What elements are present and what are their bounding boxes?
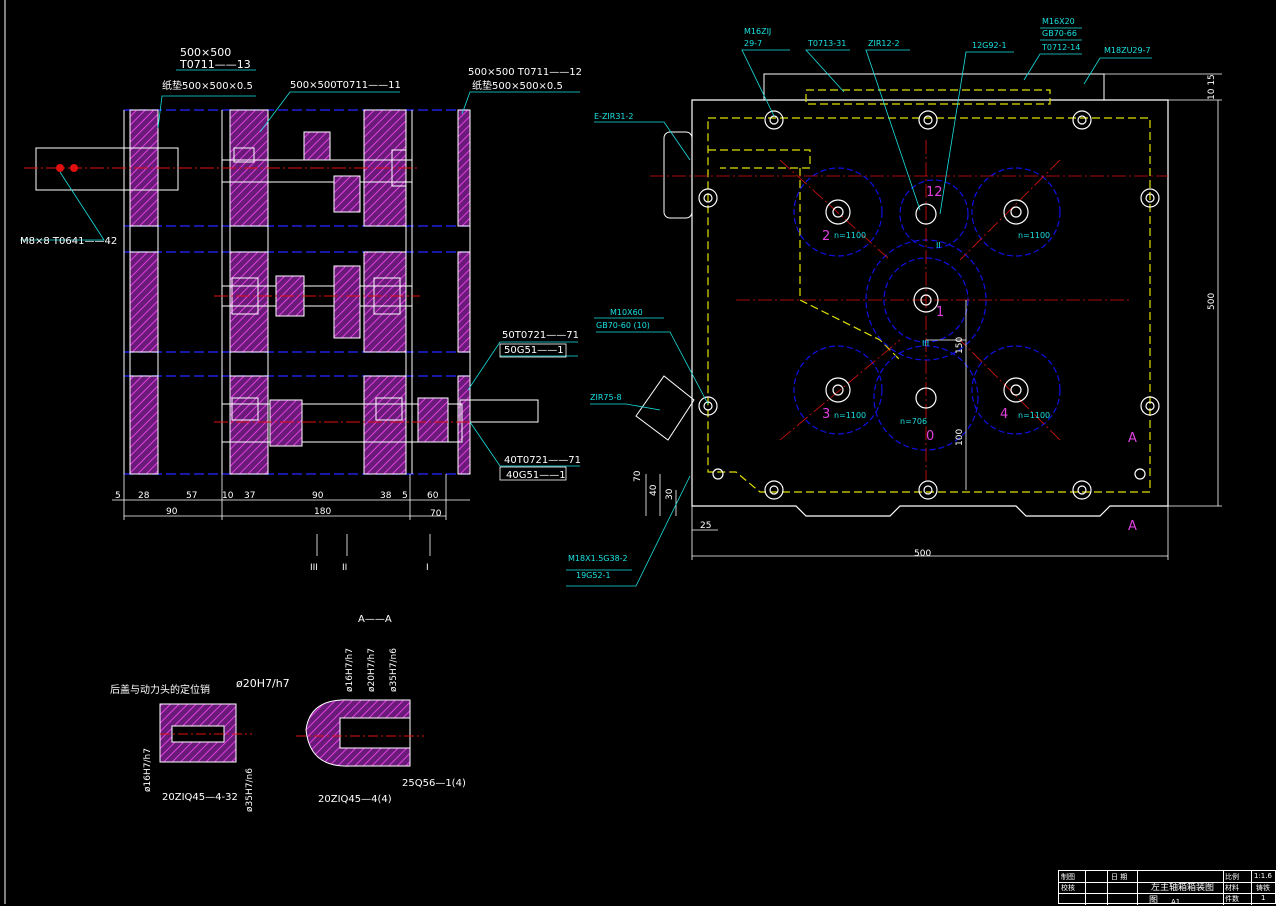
- spindle-12: 12: [926, 185, 943, 200]
- label-m16zij-b: 29-7: [744, 39, 762, 48]
- left-leaders: [20, 69, 580, 467]
- label-t0721-71b: 40T0721——71: [504, 455, 581, 466]
- label-m16x20: M16X20: [1042, 17, 1075, 26]
- label-m18zu: M18ZU29-7: [1104, 46, 1151, 55]
- fit-16h7-right: ø16H7/h7: [345, 648, 355, 692]
- dim-40: 40: [649, 484, 659, 496]
- dim-57: 57: [186, 491, 197, 501]
- dim-60: 60: [427, 491, 439, 501]
- pin-detail: [159, 699, 424, 767]
- tb-bili: 比例: [1225, 873, 1239, 881]
- label-zir75: ZIR75-8: [590, 393, 622, 402]
- tb-riqi: 日 期: [1111, 873, 1128, 881]
- dim-10: 10: [222, 491, 234, 501]
- label-zir12: ZIR12-2: [868, 39, 900, 48]
- label-t0712: T0712-14: [1041, 43, 1080, 52]
- spindle-4: 4: [1000, 407, 1008, 422]
- part-25q56: 25Q56—1(4): [402, 778, 466, 789]
- label-g51-1b: 40G51——1: [506, 470, 566, 481]
- label-g51-1a: 50G51——1: [504, 345, 564, 356]
- roman-II: II: [342, 563, 347, 573]
- part-20zi-32: 20ZIQ45—4-32: [162, 792, 238, 803]
- label-500x500: 500×500: [180, 46, 231, 59]
- dim-1015: 10 15: [1207, 74, 1217, 100]
- dim-70a: 70: [430, 509, 442, 519]
- dim-38: 38: [380, 491, 392, 501]
- label-zhidian-right: 纸垫500×500×0.5: [472, 79, 563, 92]
- label-gb70-60: GB70-60 (10): [596, 321, 650, 330]
- section-view: [24, 109, 539, 556]
- part-20zi-4: 20ZIQ45—4(4): [318, 794, 392, 805]
- pin-note: 后盖与动力头的定位销: [110, 683, 210, 696]
- right-leaders: [566, 27, 1152, 587]
- dim-28: 28: [138, 491, 150, 501]
- roman-I: I: [426, 563, 429, 573]
- spindle-2: 2: [822, 229, 830, 244]
- spindle-3: 3: [822, 407, 830, 422]
- dim-37: 37: [244, 491, 255, 501]
- dim-30: 30: [665, 488, 675, 500]
- label-n1100-d: n=1100: [1018, 411, 1050, 420]
- label-t0711-11: 500×500T0711——11: [290, 80, 401, 91]
- fit-20h7-right: ø20H7/h7: [367, 648, 377, 692]
- tb-cailiao: 材料: [1225, 884, 1239, 892]
- tb-cailiao-val: 铸铁: [1256, 884, 1270, 892]
- dim-5a: 5: [115, 491, 121, 501]
- fit-35h7-left: ø35H7/n6: [245, 768, 255, 812]
- fit-35h7-right: ø35H7/n6: [389, 648, 399, 692]
- spindle-0: 0: [926, 429, 934, 444]
- roman-III: III: [310, 563, 318, 573]
- label-n1100-b: n=1100: [1018, 231, 1050, 240]
- dim-25: 25: [700, 521, 711, 531]
- label-m10x60: M10X60: [610, 308, 643, 317]
- label-ezir: E-ZIR31-2: [594, 112, 634, 121]
- label-zhidian-left: 纸垫500×500×0.5: [162, 79, 253, 92]
- tb-jiaohe: 校核: [1061, 884, 1075, 892]
- tb-zhitu: 制图: [1061, 873, 1075, 881]
- label-m16zij: M16ZIJ: [744, 27, 771, 36]
- label-n1100-a: n=1100: [834, 231, 866, 240]
- tb-a1: A1: [1171, 898, 1181, 906]
- label-n1100-c: n=1100: [834, 411, 866, 420]
- title-block: 制图 校核 日 期 左主轴箱箱装图 图 A1 比例 1:1.6 材料 铸铁 件数…: [1058, 870, 1276, 906]
- dim-90a: 90: [312, 491, 324, 501]
- front-view: [635, 73, 1222, 560]
- section-a-bottom: A: [1128, 519, 1137, 534]
- label-m18x15: M18X1.5G38-2: [568, 554, 628, 563]
- fit-16h7-left: ø16H7/h7: [143, 748, 153, 792]
- dim-150: 150: [955, 337, 965, 354]
- label-shaft-iii: III: [922, 339, 929, 348]
- fit-20h7: ø20H7/h7: [236, 677, 290, 690]
- label-g52: 19G52-1: [576, 571, 611, 580]
- dim-180: 180: [314, 507, 331, 517]
- tb-title2: 图: [1149, 896, 1159, 906]
- tb-jianshu: 件数: [1225, 895, 1239, 903]
- section-aa-title: A——A: [358, 614, 392, 625]
- dim-5b: 5: [402, 491, 408, 501]
- dim-100: 100: [955, 429, 965, 446]
- label-g92: 12G92-1: [972, 41, 1007, 50]
- label-t0721-71a: 50T0721——71: [502, 330, 579, 341]
- tb-jianshu-val: 1: [1261, 894, 1266, 902]
- tb-bili-val: 1:1.6: [1254, 872, 1272, 880]
- label-shaft-ii: II: [936, 241, 941, 250]
- label-t0711-13: T0711——13: [179, 58, 251, 71]
- label-t0711-12: 500×500 T0711——12: [468, 67, 582, 78]
- tb-title: 左主轴箱箱装图: [1151, 883, 1215, 893]
- dim-90b: 90: [166, 507, 178, 517]
- dim-500-right: 500: [1207, 293, 1217, 310]
- dim-70b: 70: [633, 470, 643, 482]
- label-m8x8: M8×8 T0641——42: [20, 236, 117, 247]
- label-t0713: T0713-31: [807, 39, 846, 48]
- label-n706: n=706: [900, 417, 927, 426]
- spindle-1: 1: [936, 305, 944, 320]
- section-a-top: A: [1128, 431, 1137, 446]
- dim-500-bottom: 500: [914, 549, 931, 559]
- label-gb70-66: GB70-66: [1042, 29, 1077, 38]
